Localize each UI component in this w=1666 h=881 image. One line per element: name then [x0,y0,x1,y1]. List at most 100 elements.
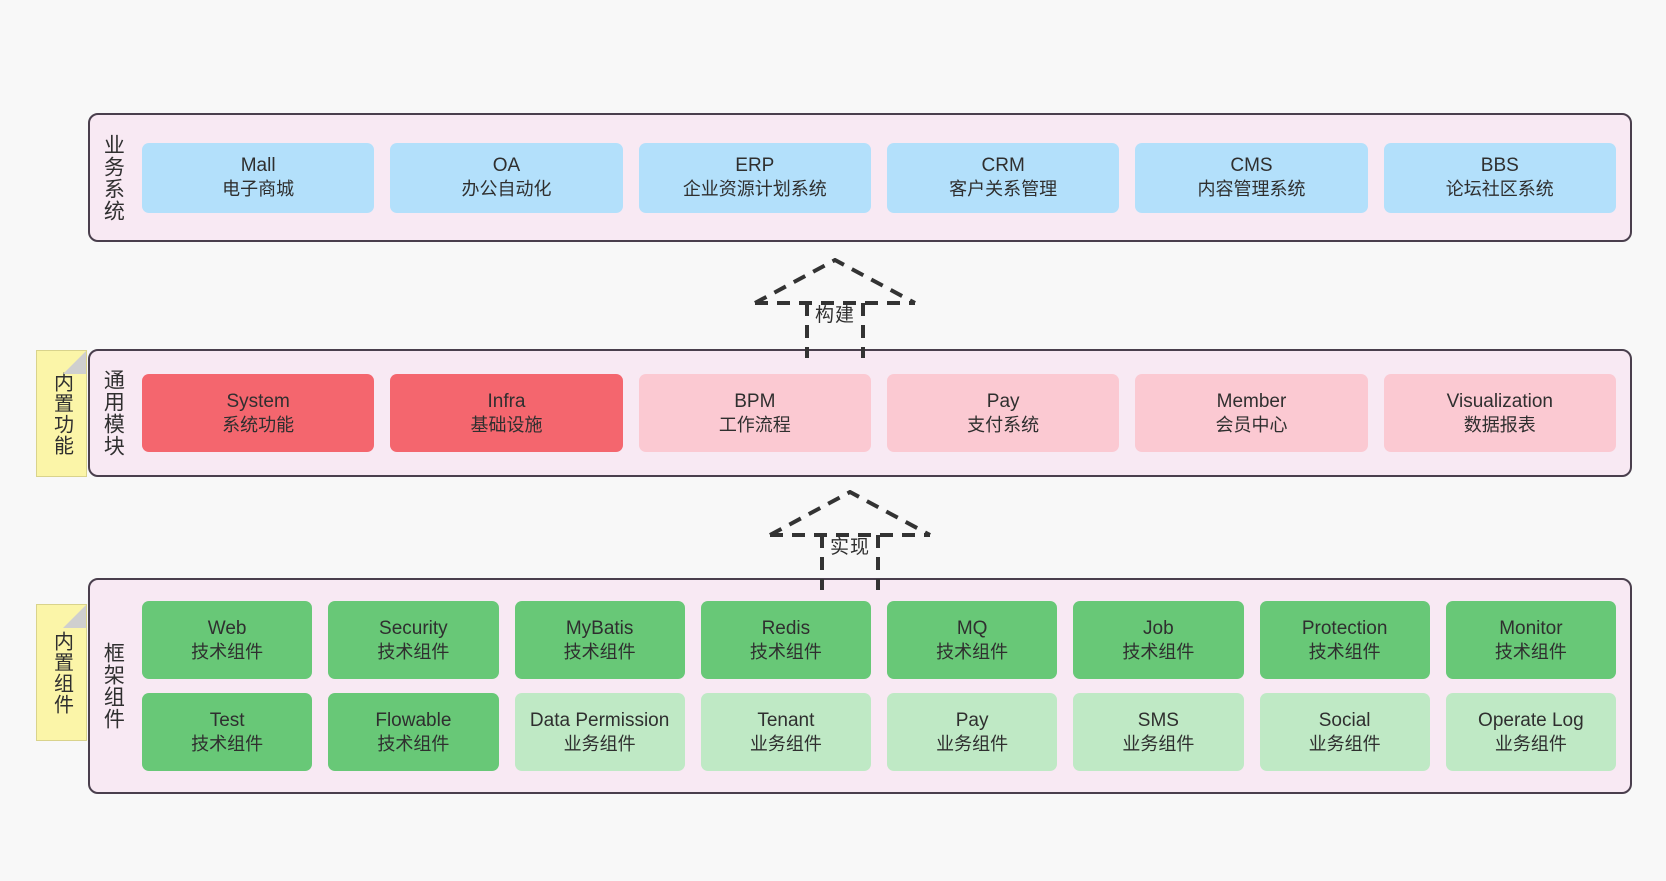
arrow-label-implement: 实现 [829,537,871,558]
card-title: Mall [240,155,276,177]
card-subtitle: 业务组件 [1308,733,1381,754]
layer-body-business: Mall 电子商城 OA 办公自动化 ERP 企业资源计划系统 CRM 客户关系… [134,115,1630,240]
card-web[interactable]: Web 技术组件 [142,601,313,679]
card-subtitle: 业务组件 [563,733,636,754]
arrow-head-build [754,258,916,305]
card-system[interactable]: System 系统功能 [142,374,375,452]
card-mall[interactable]: Mall 电子商城 [142,142,375,213]
card-subtitle: 会员中心 [1215,414,1288,435]
layer-framework-component: 框架组件 Web 技术组件 Security 技术组件 MyBatis 技术组件… [88,578,1632,794]
card-erp[interactable]: ERP 企业资源计划系统 [638,142,871,213]
card-title: Flowable [375,709,452,731]
card-subtitle: 业务组件 [936,733,1009,754]
card-subtitle: 技术组件 [1122,641,1195,662]
card-protection[interactable]: Protection 技术组件 [1259,601,1430,679]
card-subtitle: 数据报表 [1463,414,1536,435]
card-bbs[interactable]: BBS 论坛社区系统 [1383,142,1616,213]
card-subtitle: 系统功能 [222,414,295,435]
arrow-implement: 实现 [760,490,940,590]
card-subtitle: 技术组件 [377,641,450,662]
card-subtitle: 办公自动化 [461,179,552,200]
layer-business-system: 业务系统 Mall 电子商城 OA 办公自动化 ERP 企业资源计划系统 CRM… [88,113,1632,242]
card-subtitle: 技术组件 [1308,641,1381,662]
arrow-label-build: 构建 [814,305,856,326]
card-subtitle: 技术组件 [191,733,264,754]
card-title: CRM [981,155,1025,177]
card-flowable[interactable]: Flowable 技术组件 [328,693,499,771]
card-title: Web [207,617,247,639]
card-title: Pay [986,390,1020,412]
card-monitor[interactable]: Monitor 技术组件 [1445,601,1616,679]
card-subtitle: 业务组件 [1494,733,1567,754]
card-title: Data Permission [529,709,670,731]
card-title: ERP [735,155,775,177]
card-social[interactable]: Social 业务组件 [1259,693,1430,771]
card-subtitle: 支付系统 [967,414,1040,435]
card-job[interactable]: Job 技术组件 [1073,601,1244,679]
card-subtitle: 业务组件 [1122,733,1195,754]
arrow-build: 构建 [745,258,925,358]
card-bpm[interactable]: BPM 工作流程 [638,374,871,452]
card-title: CMS [1230,155,1273,177]
card-row: Mall 电子商城 OA 办公自动化 ERP 企业资源计划系统 CRM 客户关系… [142,142,1616,213]
card-title: BBS [1480,155,1519,177]
card-sms[interactable]: SMS 业务组件 [1073,693,1244,771]
card-title: Social [1318,709,1371,731]
card-title: Protection [1301,617,1388,639]
card-tenant[interactable]: Tenant 业务组件 [700,693,871,771]
card-subtitle: 基础设施 [470,414,543,435]
layer-body-frame: Web 技术组件 Security 技术组件 MyBatis 技术组件 Redi… [134,580,1630,792]
card-pay[interactable]: Pay 支付系统 [886,374,1120,452]
card-title: Member [1216,390,1287,412]
card-row: Web 技术组件 Security 技术组件 MyBatis 技术组件 Redi… [142,601,1616,679]
card-title: OA [492,155,521,177]
card-mq[interactable]: MQ 技术组件 [887,601,1058,679]
card-title: Monitor [1499,617,1563,639]
card-subtitle: 论坛社区系统 [1445,179,1554,200]
card-infra[interactable]: Infra 基础设施 [390,374,623,452]
card-subtitle: 技术组件 [191,641,264,662]
arrow-head-implement [769,490,931,537]
card-subtitle: 技术组件 [749,641,822,662]
note-builtin-component: 内置组件 [36,604,87,741]
card-visualization[interactable]: Visualization 数据报表 [1383,374,1616,452]
card-title: MQ [956,617,988,639]
card-title: System [226,390,290,412]
card-subtitle: 客户关系管理 [949,179,1058,200]
card-subtitle: 电子商城 [222,179,295,200]
card-subtitle: 技术组件 [936,641,1009,662]
layer-title-common: 通用模块 [101,369,125,457]
card-subtitle: 技术组件 [1494,641,1567,662]
card-mybatis[interactable]: MyBatis 技术组件 [514,601,685,679]
card-title: Operate Log [1478,709,1584,731]
card-row: Test 技术组件 Flowable 技术组件 Data Permission … [142,693,1616,771]
card-title: MyBatis [565,617,634,639]
card-crm[interactable]: CRM 客户关系管理 [886,142,1120,213]
card-data-permission[interactable]: Data Permission 业务组件 [514,693,685,771]
card-redis[interactable]: Redis 技术组件 [700,601,871,679]
card-title: SMS [1137,709,1179,731]
layer-common-module: 通用模块 System 系统功能 Infra 基础设施 BPM 工作流程 Pay… [88,349,1632,477]
card-row: System 系统功能 Infra 基础设施 BPM 工作流程 Pay 支付系统… [142,374,1616,452]
card-security[interactable]: Security 技术组件 [328,601,499,679]
card-title: BPM [734,390,776,412]
card-member[interactable]: Member 会员中心 [1135,374,1368,452]
card-title: Tenant [757,709,815,731]
layer-title-business: 业务系统 [101,133,125,222]
card-oa[interactable]: OA 办公自动化 [390,142,623,213]
card-title: Job [1143,617,1174,639]
card-test[interactable]: Test 技术组件 [142,693,313,771]
card-title: Redis [761,617,811,639]
card-operate-log[interactable]: Operate Log 业务组件 [1445,693,1616,771]
card-title: Pay [955,709,989,731]
card-cms[interactable]: CMS 内容管理系统 [1135,142,1368,213]
layer-body-common: System 系统功能 Infra 基础设施 BPM 工作流程 Pay 支付系统… [134,351,1630,475]
card-subtitle: 企业资源计划系统 [682,179,827,200]
card-pay-business[interactable]: Pay 业务组件 [887,693,1058,771]
card-title: Visualization [1446,390,1553,412]
card-subtitle: 技术组件 [377,733,450,754]
card-subtitle: 内容管理系统 [1197,179,1306,200]
card-subtitle: 业务组件 [749,733,822,754]
card-subtitle: 技术组件 [563,641,636,662]
card-title: Infra [487,390,526,412]
